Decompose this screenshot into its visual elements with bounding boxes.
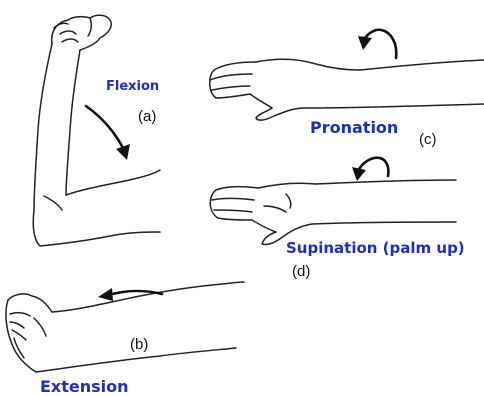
panel-flexion: Flexion (a) (33, 15, 160, 246)
flexion-arrow-icon (86, 106, 130, 160)
flexed-arm-drawing (33, 15, 160, 246)
supination-label: Supination (palm up) (286, 239, 465, 257)
pronated-arm-drawing (210, 59, 484, 120)
panel-c-label: (c) (419, 131, 437, 148)
extension-arrow-icon (98, 288, 162, 301)
extension-label: Extension (40, 377, 129, 396)
supinated-arm-drawing (210, 180, 456, 245)
panel-supination: Supination (palm up) (d) (210, 158, 464, 280)
pronation-label: Pronation (310, 118, 398, 137)
panel-a-label: (a) (138, 108, 156, 125)
supination-rotation-arrow-icon (352, 158, 388, 181)
panel-d-label: (d) (292, 263, 310, 280)
extended-wrist-drawing (6, 282, 244, 372)
pronation-rotation-arrow-icon (358, 30, 396, 58)
panel-b-label: (b) (130, 336, 148, 353)
panel-pronation: Pronation (c) (210, 30, 484, 148)
panel-extension: (b) Extension (6, 282, 244, 396)
flexion-label: Flexion (106, 79, 159, 94)
